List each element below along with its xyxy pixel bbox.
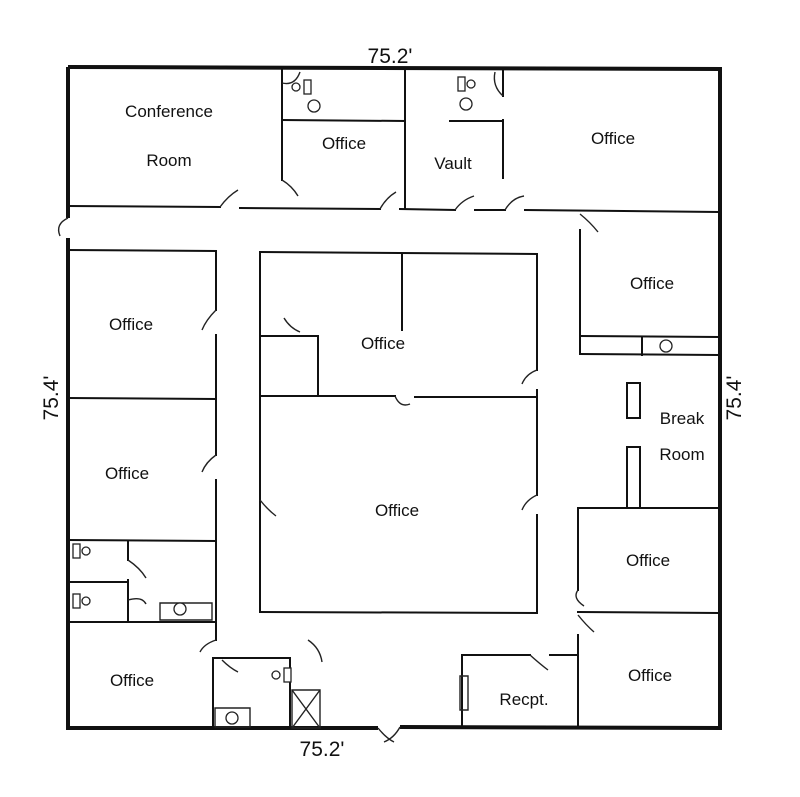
- door-swings: [57, 71, 599, 743]
- room-office-top-small: Office: [322, 134, 366, 153]
- dimension-top: 75.2': [368, 45, 413, 68]
- room-office-center-large: Office: [375, 501, 419, 520]
- dimension-bottom: 75.2': [300, 738, 345, 761]
- room-conference-line1: Conference: [125, 102, 213, 121]
- room-break-line2: Room: [659, 445, 704, 464]
- room-office-left-middle: Office: [105, 464, 149, 483]
- room-reception: Recpt.: [499, 690, 548, 709]
- dimension-right: 75.4': [723, 376, 746, 421]
- dimension-left: 75.4': [40, 376, 63, 421]
- room-vault: Vault: [434, 154, 472, 173]
- room-office-right-bottom: Office: [628, 666, 672, 685]
- room-office-center-upper: Office: [361, 334, 405, 353]
- room-conference-line2: Room: [146, 151, 191, 170]
- room-office-left-bottom: Office: [110, 671, 154, 690]
- interior-walls: [66, 67, 720, 729]
- outer-walls: [66, 65, 722, 731]
- room-office-left-upper: Office: [109, 315, 153, 334]
- room-break-line1: Break: [660, 409, 705, 428]
- room-office-top-right: Office: [591, 129, 635, 148]
- room-office-right-middle: Office: [626, 551, 670, 570]
- room-office-right-upper: Office: [630, 274, 674, 293]
- plumbing-fixtures: [72, 76, 673, 725]
